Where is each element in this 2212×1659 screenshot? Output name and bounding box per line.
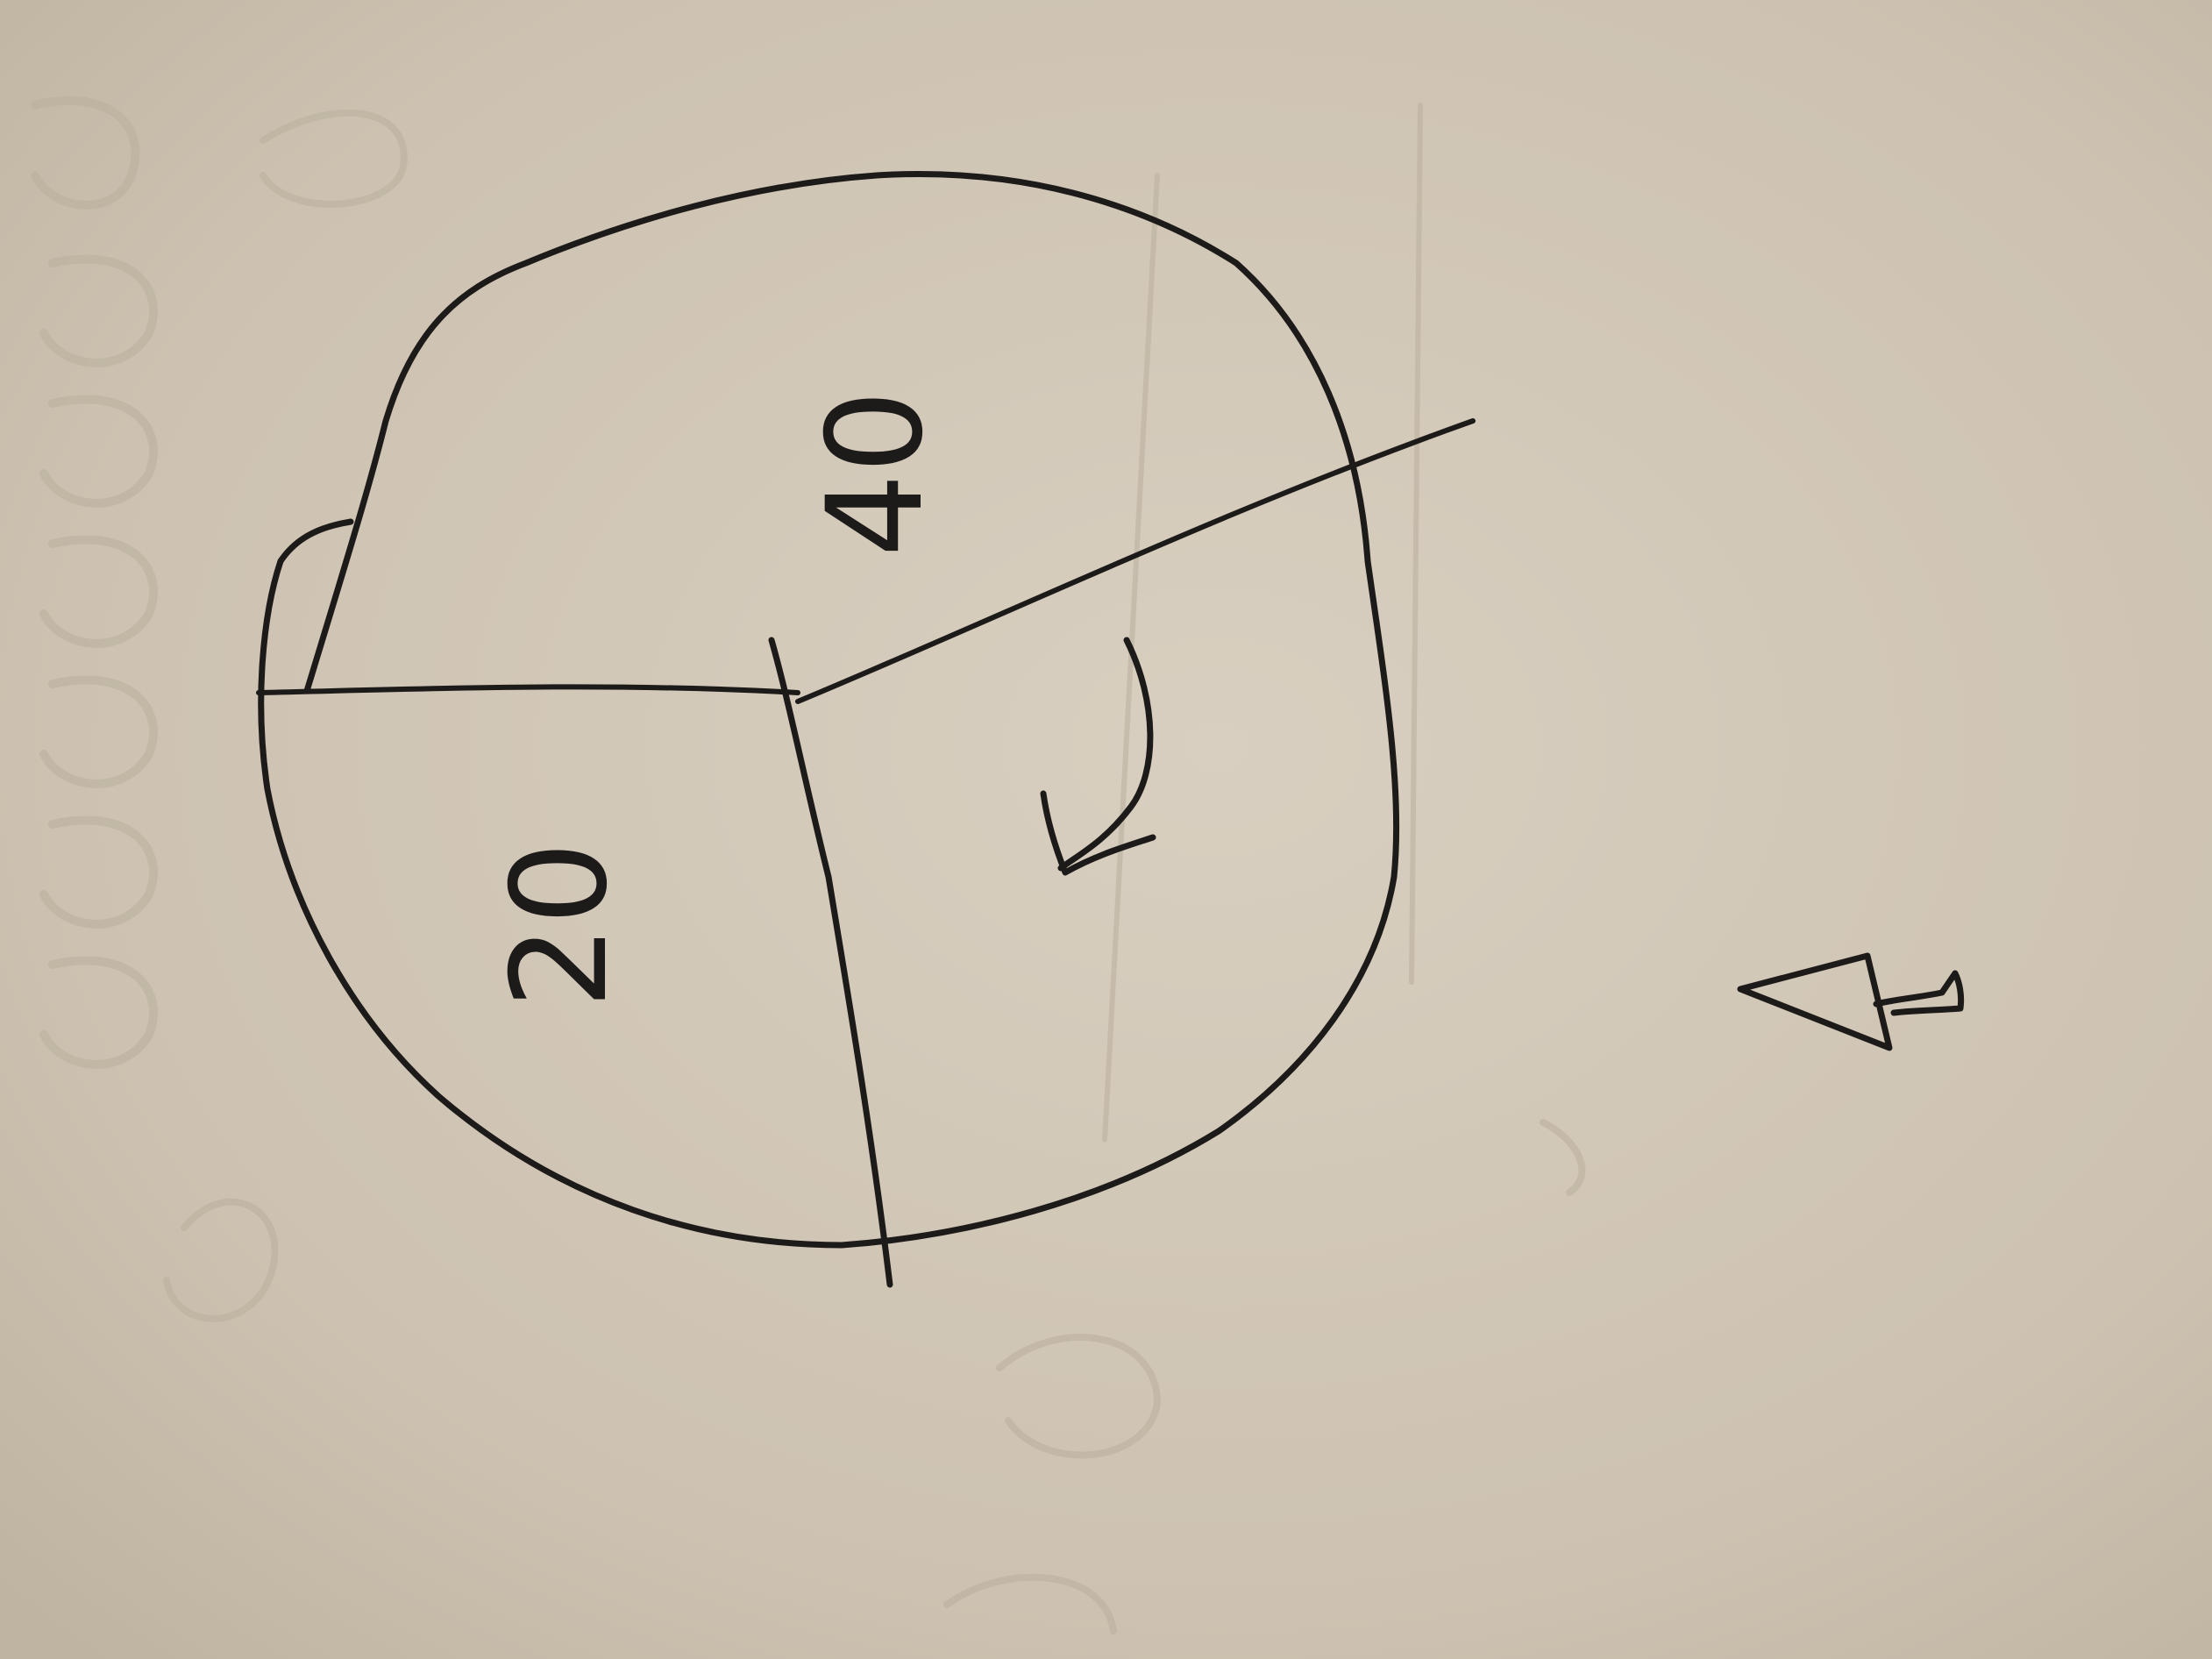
pie-diagram — [256, 170, 1476, 1288]
sector-label-left: 20 — [484, 842, 637, 1009]
curved-arrow-icon — [1040, 637, 1156, 876]
show-through-marks — [31, 96, 1586, 1634]
pie-outline — [258, 170, 1400, 1249]
sector-label-top: 40 — [800, 390, 952, 558]
sector-divider-right — [795, 418, 1476, 704]
sector-divider-left — [256, 684, 800, 695]
triangle-icon — [1737, 952, 1965, 1051]
sector-divider-bottom — [768, 637, 893, 1288]
